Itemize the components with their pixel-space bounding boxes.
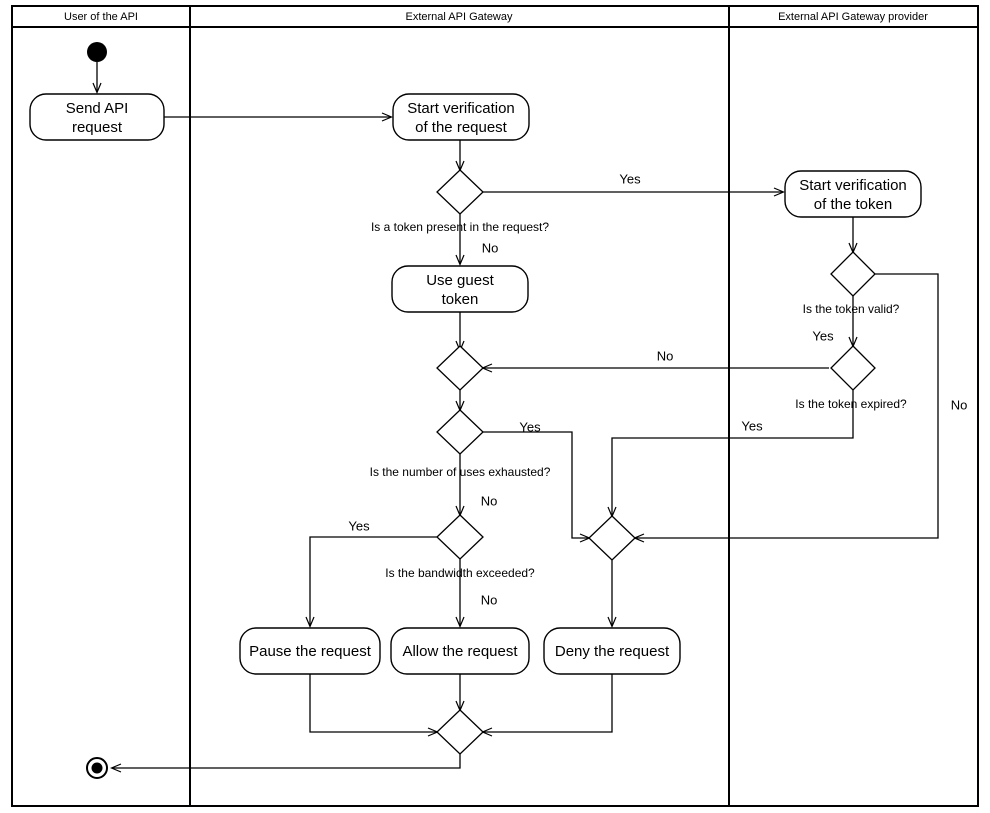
flow-tokenvalid-no [635, 273, 939, 538]
final-node-ring [86, 757, 108, 779]
decision-token-present-diamond[interactable] [436, 169, 484, 215]
decision-bandwidth-exceeded-diamond[interactable] [436, 514, 484, 560]
action-deny-the-request-label: Deny the request [555, 643, 670, 660]
action-pause-the-request[interactable]: Pause the request [239, 627, 381, 675]
flow-mergefinal-to-final [112, 754, 461, 768]
merge-node-deny[interactable] [588, 515, 636, 561]
swimlane-frame [11, 5, 979, 807]
action-allow-the-request-label: Allow the request [402, 643, 518, 660]
initial-node-dot [87, 42, 107, 62]
merge-node-token-check[interactable] [436, 345, 484, 391]
flow-bandwidth-yes [310, 536, 437, 626]
merge-node-deny-diamond[interactable] [588, 515, 636, 561]
flow-uses-yes [483, 431, 589, 538]
final-node-dot [91, 762, 103, 774]
guard-token-expired-no: No [657, 348, 674, 363]
guard-token-expired-yes: Yes [741, 418, 763, 433]
decision-bandwidth-exceeded-label: Is the bandwidth exceeded? [385, 566, 535, 580]
decision-token-present-label: Is a token present in the request? [371, 220, 549, 234]
action-start-verification-request-box[interactable] [392, 93, 530, 141]
lane-title-user: User of the API [64, 11, 138, 23]
action-use-guest-token-label-1: Use guest [426, 272, 494, 289]
action-send-api-request-box[interactable] [29, 93, 165, 141]
action-start-verification-token-label-2: of the token [814, 196, 892, 213]
flow-tokenexpired-yes [612, 390, 854, 516]
decision-uses-exhausted[interactable]: Is the number of uses exhausted? [370, 409, 551, 479]
action-allow-the-request-box[interactable] [390, 627, 530, 675]
action-start-verification-request[interactable]: Start verification of the request [392, 93, 530, 141]
guard-token-valid-no: No [951, 397, 968, 412]
guard-uses-exhausted-yes: Yes [519, 419, 541, 434]
swimlane-titles: User of the API External API Gateway Ext… [64, 11, 928, 23]
action-start-verification-token-box[interactable] [784, 170, 922, 218]
action-use-guest-token[interactable]: Use guest token [391, 265, 529, 313]
flow-deny-to-mergefinal [483, 674, 613, 732]
decision-token-expired-label: Is the token expired? [795, 397, 907, 411]
guard-token-present-yes: Yes [619, 171, 641, 186]
decision-token-valid[interactable]: Is the token valid? [803, 251, 900, 316]
action-send-api-request-label-1: Send API [66, 100, 129, 117]
action-pause-the-request-label: Pause the request [249, 643, 372, 660]
action-send-api-request-label-2: request [72, 119, 123, 136]
merge-node-final[interactable] [436, 709, 484, 755]
lane-title-gateway: External API Gateway [406, 11, 513, 23]
flow-pause-to-mergefinal [309, 674, 437, 732]
guard-bandwidth-no: No [481, 592, 498, 607]
decision-uses-exhausted-label: Is the number of uses exhausted? [370, 465, 551, 479]
action-use-guest-token-label-2: token [442, 291, 479, 308]
action-pause-the-request-box[interactable] [239, 627, 381, 675]
control-flows [97, 62, 939, 768]
decision-token-valid-label: Is the token valid? [803, 302, 900, 316]
action-start-verification-token[interactable]: Start verification of the token [784, 170, 922, 218]
action-deny-the-request-box[interactable] [543, 627, 681, 675]
guard-labels: Yes No Yes No No Yes Yes No Yes No [348, 171, 967, 607]
decision-bandwidth-exceeded[interactable]: Is the bandwidth exceeded? [385, 514, 535, 580]
initial-node [87, 42, 107, 62]
action-deny-the-request[interactable]: Deny the request [543, 627, 681, 675]
guard-token-valid-yes: Yes [812, 328, 834, 343]
action-use-guest-token-box[interactable] [391, 265, 529, 313]
lane-title-provider: External API Gateway provider [778, 11, 928, 23]
action-start-verification-request-label-2: of the request [415, 119, 508, 136]
merge-node-token-check-diamond[interactable] [436, 345, 484, 391]
decision-token-expired[interactable]: Is the token expired? [795, 345, 907, 411]
guard-token-present-no: No [482, 240, 499, 255]
decision-token-valid-diamond[interactable] [830, 251, 876, 297]
action-start-verification-request-label-1: Start verification [407, 100, 515, 117]
guard-uses-exhausted-no: No [481, 493, 498, 508]
decision-token-present[interactable]: Is a token present in the request? [371, 169, 549, 234]
action-start-verification-token-label-1: Start verification [799, 177, 907, 194]
diagram-border [11, 5, 979, 807]
final-node [86, 757, 108, 779]
decision-token-expired-diamond[interactable] [830, 345, 876, 391]
merge-node-final-diamond[interactable] [436, 709, 484, 755]
decision-uses-exhausted-diamond[interactable] [436, 409, 484, 455]
action-allow-the-request[interactable]: Allow the request [390, 627, 530, 675]
guard-bandwidth-yes: Yes [348, 518, 370, 533]
action-send-api-request[interactable]: Send API request [29, 93, 165, 141]
